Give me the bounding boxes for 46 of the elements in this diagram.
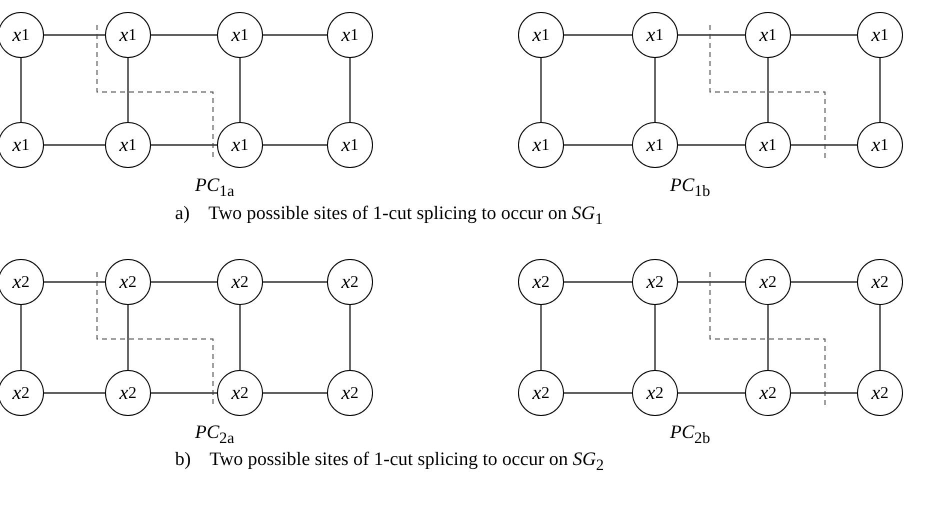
edge-line [564, 144, 632, 146]
edge-line [564, 281, 632, 283]
edge-line [791, 281, 857, 283]
edge-line [791, 144, 857, 146]
graph-caption: PC$_{1a}$ [195, 175, 234, 201]
figure-caption: a) Two possible sites of 1-cut splicing to occur on SG$_{1}$ [175, 203, 603, 229]
edge-line [564, 392, 632, 394]
edge-line [44, 392, 105, 394]
edge-line [540, 305, 542, 370]
edge-line [151, 144, 217, 146]
edge-line [349, 305, 351, 370]
edge-line [879, 305, 881, 370]
graph-caption: PC$_{1b}$ [670, 175, 710, 201]
edge-line [767, 58, 769, 122]
edge-line [20, 305, 22, 370]
edge-line [678, 392, 745, 394]
edge-line [349, 58, 351, 122]
edge-line [791, 392, 857, 394]
edge-line [239, 58, 241, 122]
edge-line [678, 144, 745, 146]
edge-line [654, 305, 656, 370]
edge-line [654, 58, 656, 122]
edge-line [151, 281, 217, 283]
edge-line [678, 281, 745, 283]
edge-line [20, 58, 22, 122]
edge-line [540, 58, 542, 122]
edge-line [564, 34, 632, 36]
graph-caption: PC$_{2b}$ [670, 422, 710, 448]
edge-line [791, 34, 857, 36]
edge-line [767, 305, 769, 370]
edge-line [44, 144, 105, 146]
edge-line [127, 58, 129, 122]
graph-caption: PC$_{2a}$ [195, 422, 234, 448]
edge-line [263, 34, 327, 36]
edge-line [151, 392, 217, 394]
edge-line [263, 392, 327, 394]
edge-line [151, 34, 217, 36]
edge-line [879, 58, 881, 122]
edge-line [127, 305, 129, 370]
edge-line [44, 281, 105, 283]
edge-line [239, 305, 241, 370]
edge-line [678, 34, 745, 36]
edge-line [263, 144, 327, 146]
edge-line [44, 34, 105, 36]
figure-caption: b) Two possible sites of 1-cut splicing to occur on SG$_{2}$ [175, 449, 604, 475]
edge-line [263, 281, 327, 283]
